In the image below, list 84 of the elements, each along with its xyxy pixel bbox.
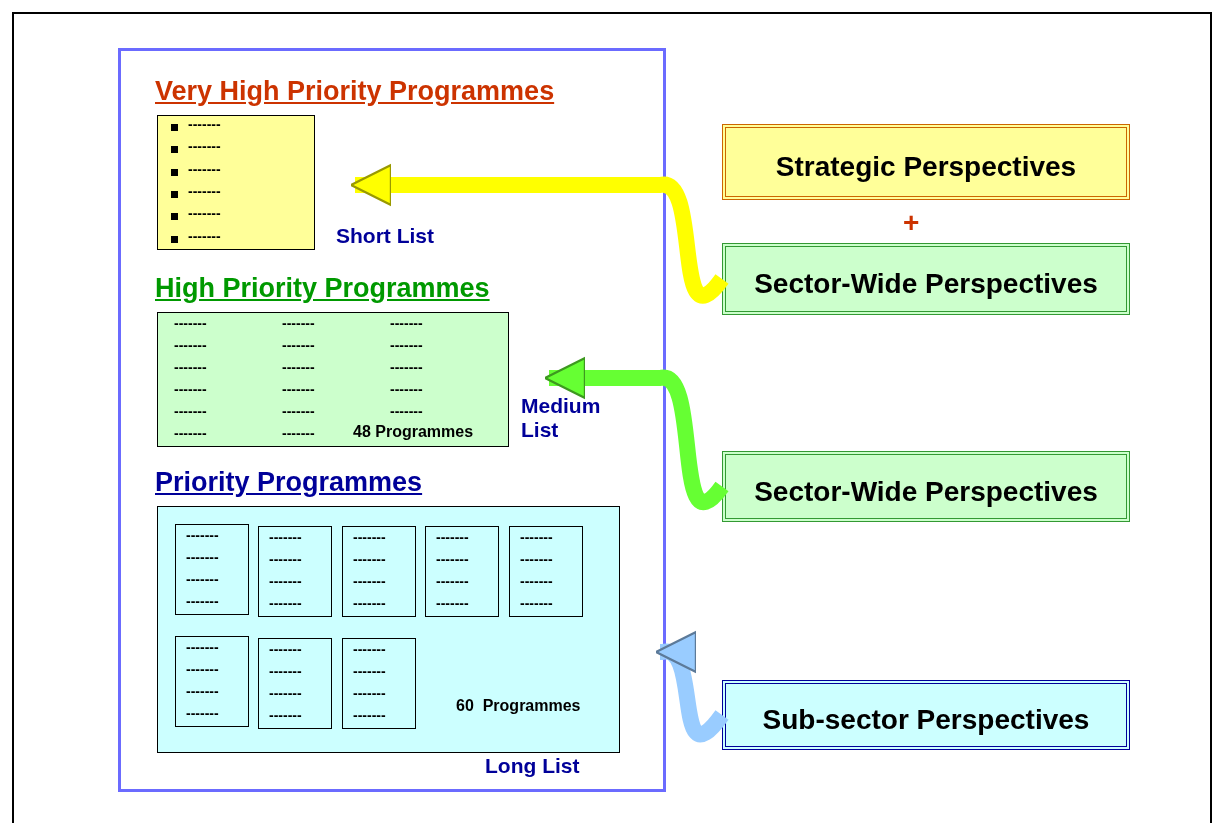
placeholder-dashes: ------- — [353, 663, 386, 679]
placeholder-dashes: ------- — [188, 116, 221, 132]
programme-count: 48 Programmes — [353, 423, 474, 441]
placeholder-dashes: ------- — [520, 551, 553, 567]
programme-box — [425, 526, 499, 617]
placeholder-dashes: ------- — [186, 705, 219, 721]
perspective-box — [722, 124, 1130, 200]
perspective-box — [722, 680, 1130, 750]
placeholder-dashes: ------- — [353, 595, 386, 611]
placeholder-dashes: ------- — [174, 337, 207, 353]
placeholder-dashes: ------- — [174, 359, 207, 375]
placeholder-dashes: ------- — [174, 381, 207, 397]
perspective-box — [722, 451, 1130, 522]
programme-box — [258, 526, 332, 617]
programme-box — [509, 526, 583, 617]
placeholder-dashes: ------- — [174, 403, 207, 419]
placeholder-dashes: ------- — [390, 359, 423, 375]
curved-arrow — [654, 630, 729, 742]
placeholder-dashes: ------- — [186, 571, 219, 587]
placeholder-dashes: ------- — [269, 685, 302, 701]
programme-box — [175, 636, 249, 727]
section-heading: High Priority Programmes — [155, 273, 490, 304]
placeholder-dashes: ------- — [188, 138, 221, 155]
programme-box — [342, 526, 416, 617]
placeholder-dashes: ------- — [282, 359, 315, 375]
placeholder-dashes: ------- — [520, 595, 553, 611]
placeholder-dashes: ------- — [390, 381, 423, 397]
list-caption: Medium List — [521, 394, 602, 442]
list-caption: Long List — [485, 754, 581, 778]
curved-arrow — [543, 356, 728, 510]
placeholder-dashes: ------- — [186, 661, 219, 677]
section-heading: Priority Programmes — [155, 467, 423, 498]
placeholder-dashes: ------- — [353, 685, 386, 701]
placeholder-dashes: ------- — [188, 160, 221, 177]
programme-count: 60 Programmes — [456, 697, 581, 715]
placeholder-dashes: ------- — [188, 227, 221, 244]
placeholder-dashes: ------- — [436, 529, 469, 545]
list-caption: Short List — [336, 224, 435, 248]
placeholder-dashes: ------- — [436, 573, 469, 589]
placeholder-dashes: ------- — [282, 381, 315, 397]
placeholder-dashes: ------- — [174, 315, 207, 331]
placeholder-dashes: ------- — [353, 551, 386, 567]
placeholder-dashes: ------- — [282, 403, 315, 419]
placeholder-dashes: ------- — [269, 529, 302, 545]
frame-box — [118, 48, 666, 792]
placeholder-dashes: ------- — [186, 683, 219, 699]
placeholder-dashes: ------- — [390, 315, 423, 331]
placeholder-dashes: ------- — [353, 529, 386, 545]
perspective-label: Strategic Perspectives — [775, 150, 1077, 183]
programme-box — [175, 524, 249, 615]
programme-box — [342, 638, 416, 729]
placeholder-dashes: ------- — [282, 425, 315, 441]
placeholder-dashes: ------- — [353, 641, 386, 657]
perspective-box — [722, 243, 1130, 315]
perspective-label: Sub-sector Perspectives — [762, 703, 1090, 736]
perspective-label: Sector-Wide Perspectives — [754, 474, 1098, 508]
placeholder-dashes: ------- — [188, 182, 221, 199]
placeholder-dashes: ------- — [390, 337, 423, 353]
placeholder-dashes: ------- — [269, 551, 302, 567]
placeholder-dashes: ------- — [520, 573, 553, 589]
placeholder-dashes: ------- — [174, 425, 207, 441]
placeholder-dashes: ------- — [269, 663, 302, 679]
placeholder-dashes: ------- — [269, 595, 302, 611]
placeholder-dashes: ------- — [269, 707, 302, 723]
placeholder-dashes: ------- — [436, 595, 469, 611]
placeholder-dashes: ------- — [186, 593, 219, 609]
placeholder-dashes: ------- — [520, 529, 553, 545]
section-heading: Very High Priority Programmes — [155, 76, 555, 107]
placeholder-dashes: ------- — [282, 315, 315, 331]
programme-box — [258, 638, 332, 729]
placeholder-dashes: ------- — [186, 549, 219, 565]
placeholder-dashes: ------- — [269, 641, 302, 657]
plus-sign: + — [903, 207, 920, 239]
placeholder-dashes: ------- — [186, 639, 219, 655]
placeholder-dashes: ------- — [436, 551, 469, 567]
placeholder-dashes: ------- — [186, 527, 219, 543]
placeholder-dashes: ------- — [390, 403, 423, 419]
perspective-label: Sector-Wide Perspectives — [754, 267, 1098, 300]
curved-arrow — [349, 163, 729, 303]
placeholder-dashes: ------- — [282, 337, 315, 353]
placeholder-dashes: ------- — [188, 205, 221, 222]
placeholder-dashes: ------- — [353, 707, 386, 723]
placeholder-dashes: ------- — [269, 573, 302, 589]
placeholder-dashes: ------- — [353, 573, 386, 589]
